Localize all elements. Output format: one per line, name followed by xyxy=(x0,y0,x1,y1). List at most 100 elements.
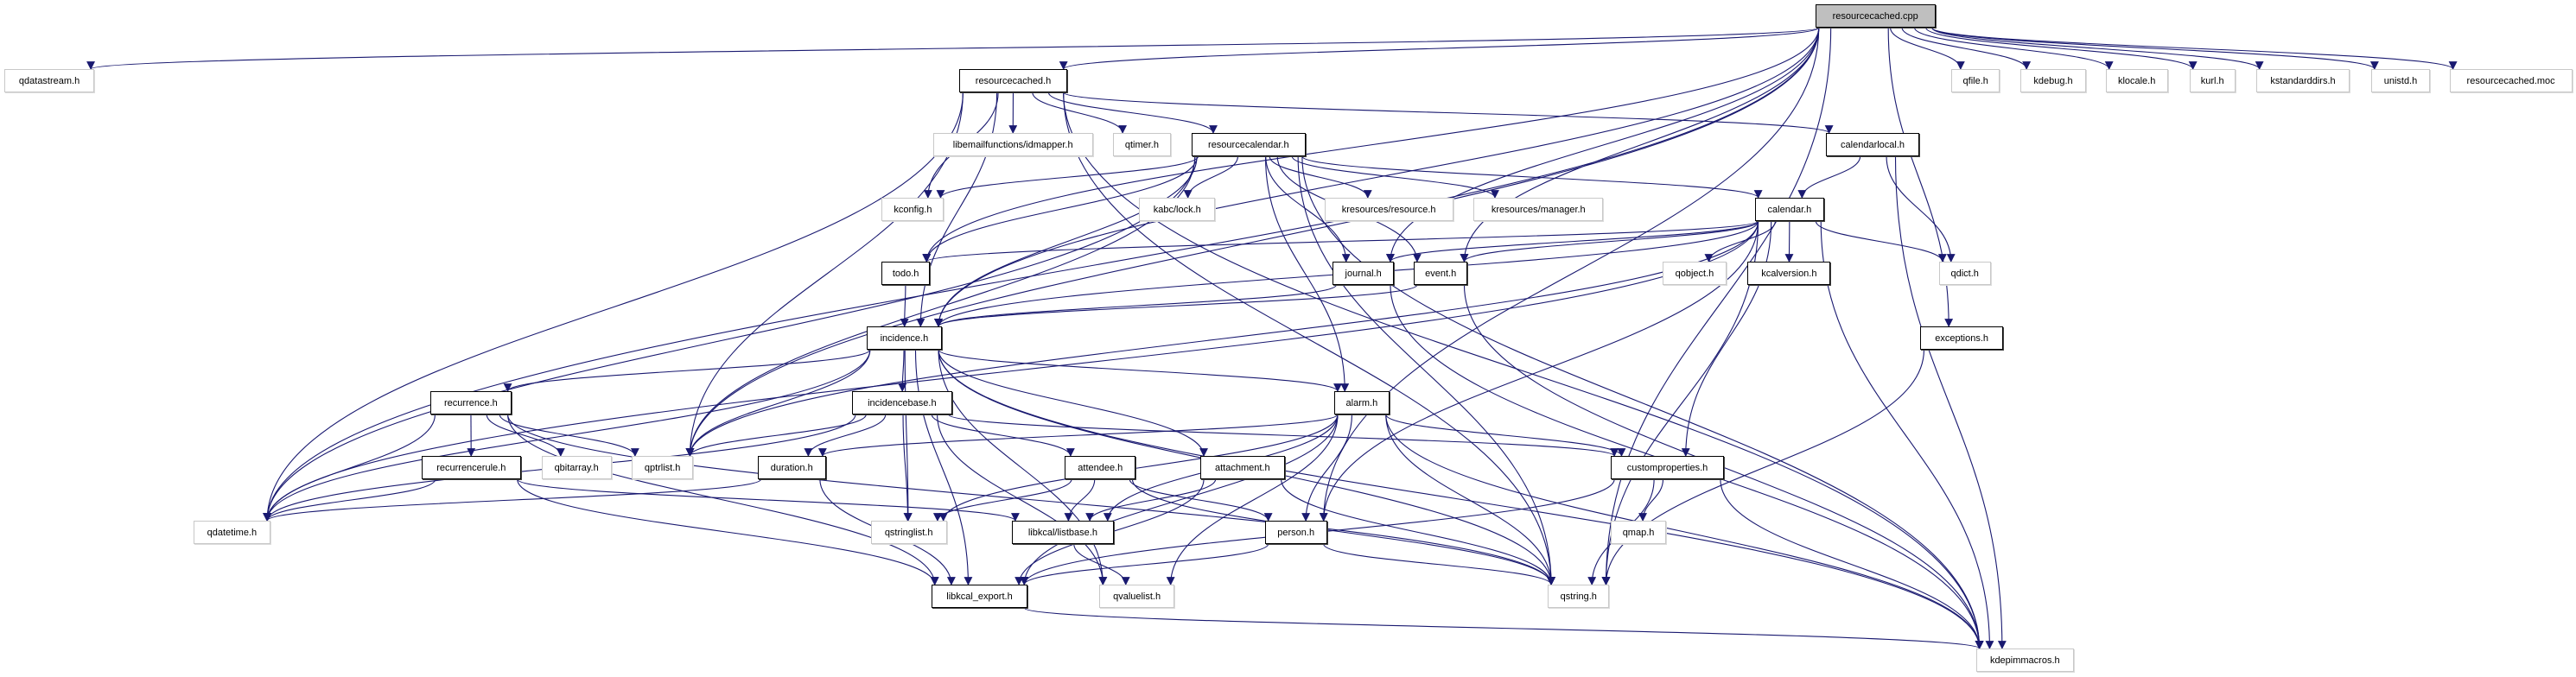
edge-incidence-to-incidencebase xyxy=(898,349,907,392)
edge-resourcecached-cpp-to-kdebug xyxy=(1901,27,2032,70)
node-incidence[interactable]: incidence.h xyxy=(866,326,943,350)
edge-alarm-to-kdepimmacros xyxy=(1385,414,1984,649)
node-kcalversion[interactable]: kcalversion.h xyxy=(1747,262,1831,285)
edge-incidence-to-qstringlist xyxy=(903,349,913,522)
node-libkcal-export[interactable]: libkcal_export.h xyxy=(931,585,1028,608)
node-resourcecalendar[interactable]: resourcecalendar.h xyxy=(1191,133,1306,156)
node-qstring: qstring.h xyxy=(1548,585,1610,608)
edge-calendar-to-todo xyxy=(922,220,1759,263)
node-qfile: qfile.h xyxy=(1951,69,2000,92)
node-incidencebase[interactable]: incidencebase.h xyxy=(851,391,952,414)
node-kdepimmacros: kdepimmacros.h xyxy=(1975,649,2074,672)
edge-resourcecalendar-to-kresresource xyxy=(1269,155,1372,199)
node-qstringlist: qstringlist.h xyxy=(870,521,947,544)
node-attachment[interactable]: attachment.h xyxy=(1200,456,1285,479)
node-todo[interactable]: todo.h xyxy=(881,262,931,285)
edge-resourcecalendar-to-incidence xyxy=(934,155,1198,327)
edge-recurrencerule-to-listbase xyxy=(517,478,1020,522)
node-customproperties[interactable]: customproperties.h xyxy=(1611,456,1724,479)
edge-todo-to-incidence xyxy=(900,284,909,327)
node-journal[interactable]: journal.h xyxy=(1333,262,1394,285)
node-klocale: klocale.h xyxy=(2105,69,2168,92)
node-qdatetime: qdatetime.h xyxy=(193,521,271,544)
node-listbase[interactable]: libkcal/listbase.h xyxy=(1011,521,1114,544)
edge-incidencebase-to-qptrlist xyxy=(685,414,867,457)
edge-exceptions-to-qstring xyxy=(1601,349,1924,585)
edge-calendar-to-customproperties xyxy=(1681,220,1772,457)
node-kurl: kurl.h xyxy=(2189,69,2236,92)
edge-customproperties-to-kdepimmacros xyxy=(1720,478,1984,649)
edge-resourcecached-h-to-qtimer xyxy=(1032,92,1127,134)
node-exceptions[interactable]: exceptions.h xyxy=(1920,326,2003,350)
edge-incidence-to-qptrlist xyxy=(685,349,871,457)
edge-calendar-to-journal xyxy=(1386,220,1759,263)
edge-alarm-to-customproperties xyxy=(1385,414,1626,457)
edge-alarm-to-qstring xyxy=(1385,414,1556,585)
node-recurrence[interactable]: recurrence.h xyxy=(430,391,512,414)
node-attendee[interactable]: attendee.h xyxy=(1065,456,1136,479)
edge-journal-to-incidence xyxy=(934,284,1337,327)
node-recurrencerule[interactable]: recurrencerule.h xyxy=(421,456,521,479)
edge-recurrence-to-qbitarray xyxy=(486,414,565,457)
edge-attachment-to-qstring xyxy=(1281,478,1555,585)
edge-recurrence-to-qstring xyxy=(507,414,1555,585)
edge-resourcecached-cpp-to-qptrlist xyxy=(685,27,1820,457)
edge-recurrence-to-qptrlist xyxy=(499,414,639,457)
edge-alarm-to-qvaluelist xyxy=(1166,414,1339,585)
node-person[interactable]: person.h xyxy=(1264,521,1327,544)
node-resourcecached-moc: resourcecached.moc xyxy=(2449,69,2573,92)
edge-resourcecached-cpp-to-incidence xyxy=(934,27,1820,327)
edge-event-to-incidence xyxy=(934,284,1418,327)
edge-resourcecached-cpp-to-qdatetime xyxy=(263,27,1820,522)
edge-calendar-to-event xyxy=(1460,220,1759,263)
edge-listbase-to-qvaluelist xyxy=(1073,543,1130,585)
node-unistd: unistd.h xyxy=(2370,69,2431,92)
edge-attendee-to-qstring xyxy=(1131,478,1555,585)
node-calendar[interactable]: calendar.h xyxy=(1754,198,1825,221)
edge-resourcecached-cpp-to-klocale xyxy=(1914,27,2114,70)
edge-resourcecached-h-to-incidence xyxy=(916,92,998,327)
node-event[interactable]: event.h xyxy=(1413,262,1468,285)
edge-layer xyxy=(86,27,2458,649)
edge-resourcecached-cpp-to-todo xyxy=(922,27,1820,263)
node-qbitarray: qbitarray.h xyxy=(541,456,612,479)
node-duration[interactable]: duration.h xyxy=(757,456,826,479)
edge-alarm-to-person xyxy=(1301,414,1353,522)
edge-customproperties-to-qmap xyxy=(1638,478,1664,522)
edge-resourcecached-h-to-resourcecalendar xyxy=(1047,92,1218,134)
node-qptrlist: qptrlist.h xyxy=(631,456,694,479)
edge-incidencebase-to-qstringlist xyxy=(902,414,913,522)
edge-resourcecalendar-to-qstring xyxy=(1297,155,1556,585)
node-resourcecached-h[interactable]: resourcecached.h xyxy=(959,69,1067,92)
node-kstandarddirs: kstandarddirs.h xyxy=(2255,69,2350,92)
edge-resourcecached-h-to-calendarlocal xyxy=(1063,92,1834,134)
edge-incidence-to-recurrence xyxy=(503,349,871,392)
edge-duration-to-qdatetime xyxy=(263,478,762,522)
edge-resourcecached-h-to-qdatetime xyxy=(263,92,964,522)
edge-resourcecached-h-to-kdepimmacros xyxy=(1063,92,1984,649)
node-resourcecached-cpp[interactable]: resourcecached.cpp xyxy=(1815,4,1936,28)
edge-incidencebase-to-duration xyxy=(804,414,887,457)
edge-libkcal-export-to-kdepimmacros xyxy=(1023,607,1984,649)
node-kresmanager: kresources/manager.h xyxy=(1473,198,1604,221)
edge-resourcecached-cpp-to-qfile xyxy=(1890,27,1965,70)
edge-calendarlocal-to-qdict xyxy=(1886,155,1956,263)
edge-calendarlocal-to-kdepimmacros xyxy=(1894,155,2007,649)
node-qdatastream: qdatastream.h xyxy=(4,69,95,92)
edge-resourcecalendar-to-kdepimmacros xyxy=(1301,155,1984,649)
edge-resourcecached-h-to-qstring xyxy=(1063,92,1556,585)
edge-resourcecalendar-to-kconfig xyxy=(936,155,1199,199)
node-qobject: qobject.h xyxy=(1662,262,1727,285)
node-qdict: qdict.h xyxy=(1938,262,1991,285)
node-qmap: qmap.h xyxy=(1611,521,1666,544)
edge-resourcecalendar-to-calendar xyxy=(1301,155,1763,199)
edge-recurrencerule-to-libkcal-export xyxy=(517,478,939,585)
edge-recurrencerule-to-qdatetime xyxy=(263,478,436,522)
edge-calendar-to-person xyxy=(1319,220,1759,522)
node-kresresource: kresources/resource.h xyxy=(1324,198,1453,221)
node-alarm[interactable]: alarm.h xyxy=(1334,391,1390,414)
node-calendarlocal[interactable]: calendarlocal.h xyxy=(1825,133,1920,156)
edge-resourcecached-cpp-to-resourcecached-h xyxy=(1059,27,1820,70)
edge-resourcecalendar-to-kresmanager xyxy=(1291,155,1499,199)
